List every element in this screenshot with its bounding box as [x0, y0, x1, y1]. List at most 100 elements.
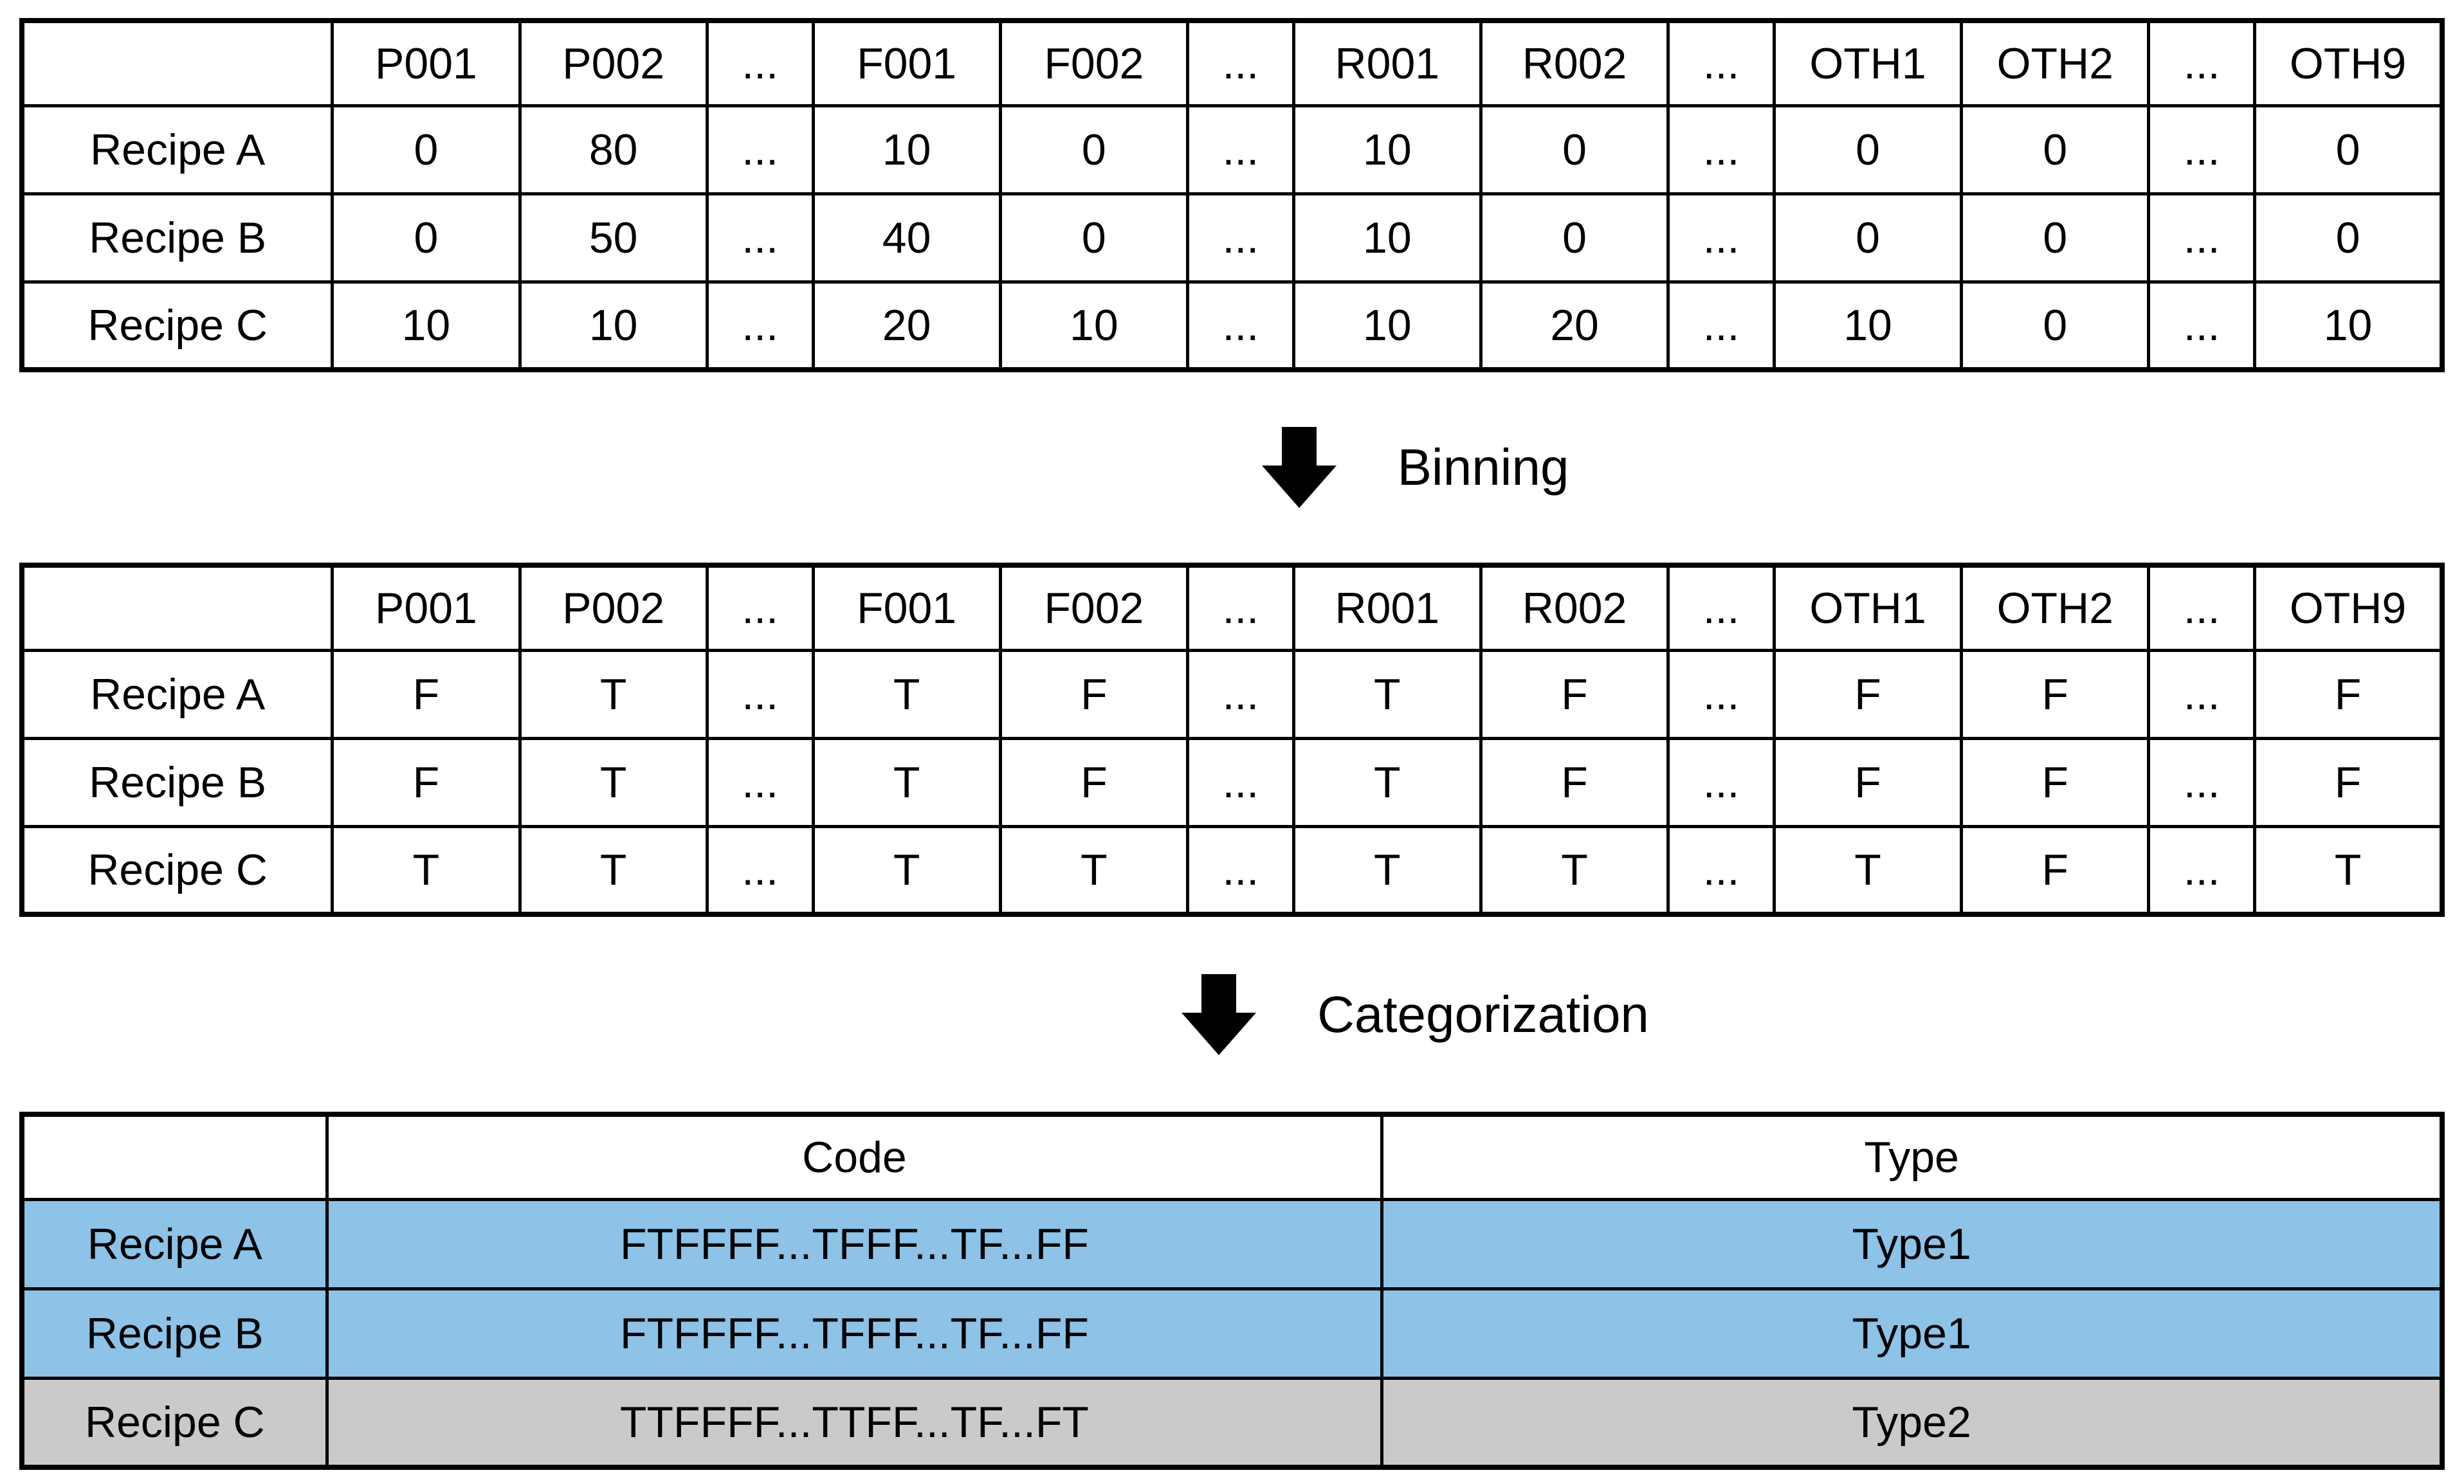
value-cell: T	[518, 824, 709, 916]
row-label: Recipe A	[20, 648, 334, 740]
dots-cell: ...	[2147, 104, 2257, 195]
arrow-stem	[1201, 973, 1237, 1013]
row-label: Recipe C	[20, 824, 334, 916]
value-cell: 0	[2253, 192, 2444, 284]
value-cell: 10	[2253, 280, 2444, 372]
value-cell: F	[1479, 736, 1670, 828]
column-header: R001	[1291, 563, 1483, 652]
corner-cell	[20, 563, 334, 652]
column-header: Type	[1380, 1112, 2444, 1201]
arrow-head	[1261, 466, 1337, 508]
dots-cell: ...	[705, 104, 815, 195]
categorization-step-group: Categorization	[1182, 973, 1649, 1055]
value-cell: 0	[1960, 192, 2151, 284]
column-header: OTH1	[1772, 563, 1964, 652]
row-label: Recipe C	[20, 280, 334, 372]
value-cell: 0	[1960, 280, 2151, 372]
dots-cell: ...	[1666, 104, 1776, 195]
dots-cell: ...	[2147, 280, 2257, 372]
value-cell: 0	[998, 192, 1189, 284]
type-cell: Type2	[1380, 1376, 2444, 1469]
type-cell: Type1	[1380, 1197, 2444, 1290]
value-cell: 0	[1772, 104, 1964, 195]
dots-column-header: ...	[1666, 19, 1776, 107]
row-label: Recipe A	[20, 104, 334, 195]
column-header: F001	[811, 19, 1002, 107]
dots-cell: ...	[705, 192, 815, 284]
value-cell: 10	[811, 104, 1002, 195]
column-header: Code	[325, 1112, 1384, 1201]
column-header: F001	[811, 563, 1002, 652]
value-cell: 10	[331, 280, 522, 372]
value-cell: T	[1479, 824, 1670, 916]
value-cell: T	[811, 648, 1002, 740]
row-label: Recipe A	[20, 1197, 329, 1290]
value-cell: F	[998, 736, 1189, 828]
value-cell: F	[1960, 648, 2151, 740]
dots-cell: ...	[705, 824, 815, 916]
dots-column-header: ...	[1666, 563, 1776, 652]
value-cell: 0	[2253, 104, 2444, 195]
column-header: R001	[1291, 19, 1483, 107]
value-cell: 0	[1479, 104, 1670, 195]
dots-column-header: ...	[2147, 19, 2257, 107]
value-cell: T	[811, 824, 1002, 916]
corner-cell	[20, 1112, 329, 1201]
value-cell: F	[331, 736, 522, 828]
dots-cell: ...	[1185, 192, 1295, 284]
value-cell: T	[998, 824, 1189, 916]
row-label: Recipe B	[20, 736, 334, 828]
value-cell: 0	[331, 192, 522, 284]
dots-cell: ...	[2147, 824, 2257, 916]
value-cell: 50	[518, 192, 709, 284]
value-cell: 0	[1479, 192, 1670, 284]
dots-cell: ...	[2147, 648, 2257, 740]
dots-column-header: ...	[1185, 19, 1295, 107]
column-header: F002	[998, 19, 1189, 107]
dots-cell: ...	[1185, 736, 1295, 828]
value-cell: 10	[1772, 280, 1964, 372]
value-cell: 20	[811, 280, 1002, 372]
code-cell: FTFFFF...TFFF...TF...FF	[325, 1287, 1384, 1380]
row-label: Recipe B	[20, 1287, 329, 1380]
value-cell: 0	[331, 104, 522, 195]
dots-column-header: ...	[705, 19, 815, 107]
dots-cell: ...	[705, 736, 815, 828]
code-cell: FTFFFF...TFFF...TF...FF	[325, 1197, 1384, 1290]
value-cell: T	[1291, 736, 1483, 828]
value-cell: F	[1772, 648, 1964, 740]
arrow-stem	[1281, 427, 1317, 466]
value-cell: F	[1479, 648, 1670, 740]
column-header: OTH2	[1960, 19, 2151, 107]
column-header: R002	[1479, 563, 1670, 652]
dots-cell: ...	[1666, 280, 1776, 372]
column-header: OTH2	[1960, 563, 2151, 652]
column-header: P001	[331, 563, 522, 652]
column-header: OTH1	[1772, 19, 1964, 107]
value-cell: F	[2253, 648, 2444, 740]
value-cell: 10	[1291, 192, 1483, 284]
value-cell: T	[1772, 824, 1964, 916]
value-cell: F	[331, 648, 522, 740]
value-cell: 10	[518, 280, 709, 372]
value-cell: T	[518, 736, 709, 828]
value-cell: 10	[1291, 104, 1483, 195]
dots-cell: ...	[2147, 192, 2257, 284]
type-cell: Type1	[1380, 1287, 2444, 1380]
categorization-step: Categorization	[19, 917, 2445, 1112]
value-cell: F	[2253, 736, 2444, 828]
dots-cell: ...	[1666, 192, 1776, 284]
binning-step-group: Binning	[1261, 427, 1569, 508]
